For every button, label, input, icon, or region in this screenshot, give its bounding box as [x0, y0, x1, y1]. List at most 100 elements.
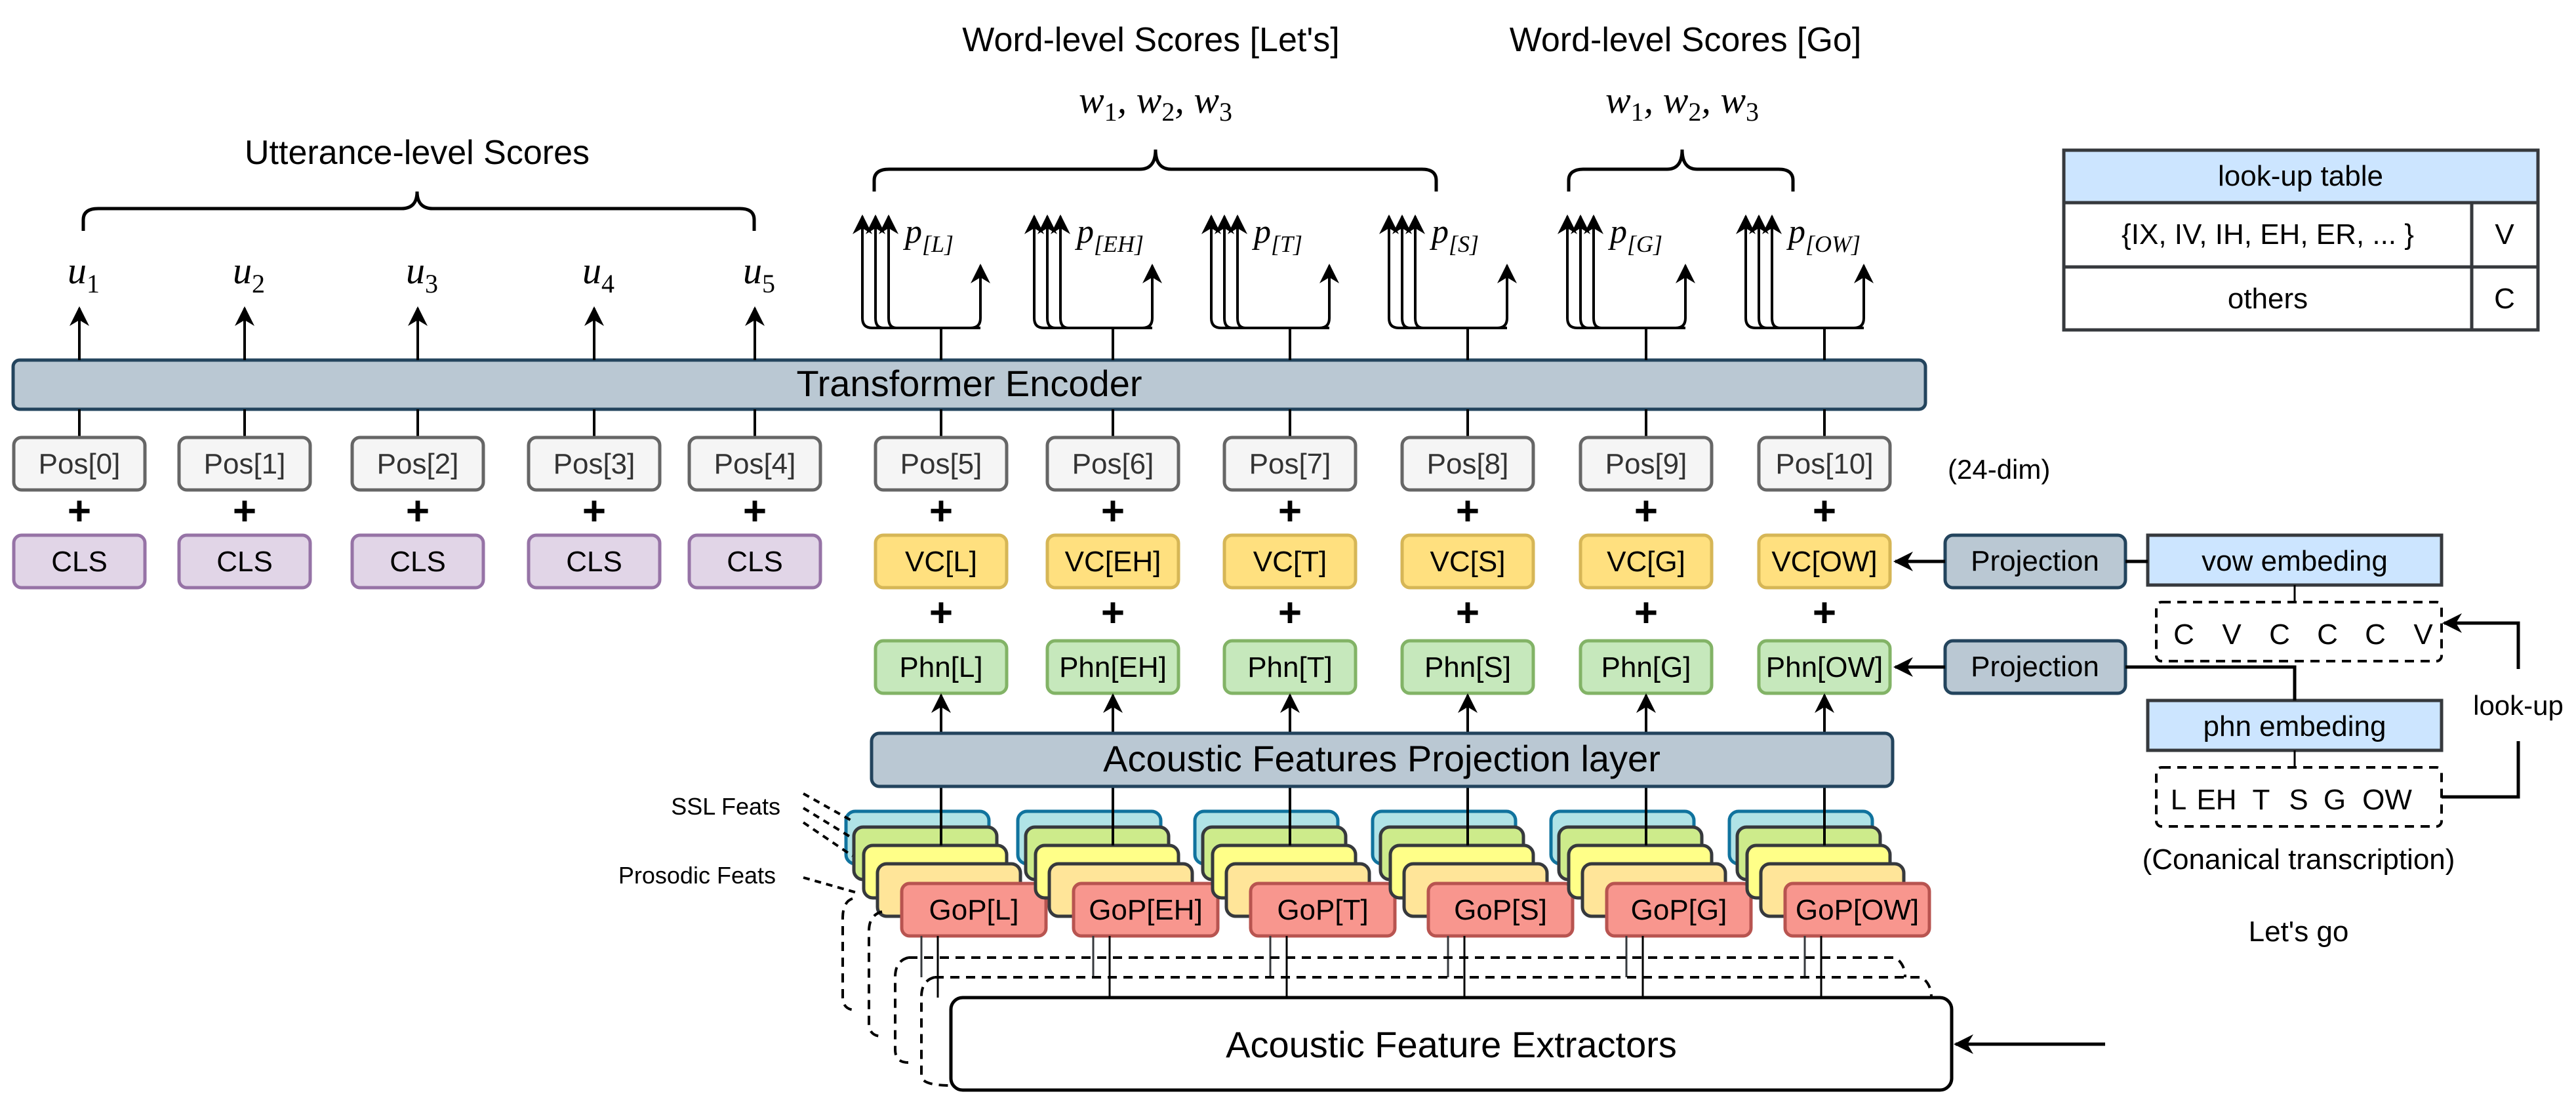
vc-embedding-label: VC[EH] [1065, 546, 1161, 578]
vc-sequence-item: C [2173, 618, 2194, 651]
pos-embedding-box [1045, 436, 1180, 492]
cls-token-label: CLS [216, 546, 273, 578]
svg-text:w1, w2, w3: w1, w2, w3 [1605, 79, 1759, 127]
plus-icon: + [1634, 590, 1658, 636]
phone-sequence-item: L [2171, 784, 2186, 816]
pos-embedding-box [687, 436, 822, 492]
pos-embedding-label: Pos[2] [377, 448, 459, 480]
gop-feature-box [1072, 882, 1220, 938]
phn-embedding-token-label: Phn[T] [1247, 651, 1333, 683]
phone-score-arrow [1762, 214, 1782, 329]
phn-embedding-token-label: Phn[L] [899, 651, 982, 683]
vc-sequence-item: C [2269, 618, 2290, 651]
transformer-encoder-label: Transformer Encoder [797, 363, 1142, 404]
phone-score-arrow [866, 214, 885, 329]
plus-icon: + [1278, 590, 1302, 636]
word-go-brace [1567, 149, 1795, 192]
utterance-score-label: u1 [68, 249, 100, 298]
plus-icon: + [1456, 590, 1479, 636]
feat-leader-lines [802, 792, 860, 895]
pos-embedding-box [1579, 436, 1714, 492]
lookup-row-others-class: C [2494, 283, 2515, 315]
phone-score-arrow [1736, 214, 1864, 329]
plus-icon: + [1101, 489, 1125, 534]
word-scores-go-labels: w1, w2, w3 [1605, 79, 1759, 127]
utterance-score-label: u4 [582, 249, 614, 298]
gop-feature-label: GoP[T] [1277, 894, 1368, 926]
lookup-row-vowels: {IX, IV, IH, EH, ER, ... } [2122, 218, 2414, 251]
plus-icon: + [1634, 489, 1658, 534]
phn-to-projection-line [2125, 665, 2297, 700]
prosodic-feats-label: Prosodic Feats [618, 862, 776, 889]
cls-token-box [350, 533, 485, 590]
vc-embedding-box [1400, 533, 1535, 590]
phone-score-arrow [1051, 214, 1070, 329]
vc-sequence-item: C [2317, 618, 2338, 651]
pos-embedding-box [1757, 436, 1892, 492]
lookup-line-lower [2442, 741, 2520, 799]
vc-embedding-box [1222, 533, 1358, 590]
acoustic-feature-extractors [949, 996, 1954, 1092]
phone-score-arrow [1228, 214, 1247, 329]
phone-score-arrow [1675, 264, 1695, 329]
gop-feature-box [900, 882, 1048, 938]
utterance-score-label: u2 [233, 249, 265, 298]
phone-sequence-item: EH [2196, 784, 2236, 816]
pos-embedding-label: Pos[4] [714, 448, 796, 480]
phn-embedding-token-label: Phn[OW] [1766, 651, 1883, 683]
cls-token-box [687, 533, 822, 590]
extractors-label: Acoustic Feature Extractors [1226, 1024, 1677, 1065]
gop-feature-box [1605, 882, 1753, 938]
gop-feature-box [1426, 882, 1575, 938]
phone-score-arrow [970, 264, 990, 329]
pos-embedding-box [874, 436, 1009, 492]
vc-sequence-item: V [2413, 618, 2433, 651]
plus-icon: + [1101, 590, 1125, 636]
phn-embedding-label: phn embeding [2204, 710, 2386, 742]
pos-embedding-label: Pos[3] [553, 448, 635, 480]
cls-token-box [177, 533, 312, 590]
vow-embedding-box [2146, 533, 2444, 587]
phone-score-arrow [1749, 214, 1769, 329]
pos-embedding-label: Pos[1] [204, 448, 286, 480]
lookup-table: look-up table {IX, IV, IH, EH, ER, ... }… [2062, 148, 2540, 332]
utterance-brace [81, 191, 756, 231]
acoustic-features-projection-layer [870, 731, 1895, 788]
vc-embedding-label: VC[OW] [1771, 546, 1877, 578]
phone-score-label: p[T] [1251, 213, 1302, 257]
utterance-scores-title: Utterance-level Scores [245, 134, 590, 172]
pos-embedding-box [1400, 436, 1535, 492]
lookup-table-title: look-up table [2218, 160, 2383, 192]
cls-token-label: CLS [390, 546, 446, 578]
svg-text:w1, w2, w3: w1, w2, w3 [1079, 79, 1232, 127]
word-lets-brace [872, 149, 1438, 192]
pos-embedding-box [12, 436, 147, 492]
vc-embedding-label: VC[G] [1607, 546, 1685, 578]
phone-score-label: p[OW] [1786, 213, 1861, 257]
phone-sequence-item: OW [2362, 784, 2412, 816]
utterance-text: Let's go [2249, 916, 2349, 948]
phone-score-label: p[S] [1429, 213, 1479, 257]
vc-embedding-box [1757, 533, 1892, 590]
vc-sequence-item: V [2222, 618, 2242, 651]
pos-embedding-label: Pos[5] [900, 448, 982, 480]
gop-feature-box [1249, 882, 1397, 938]
pos-embedding-box [177, 436, 312, 492]
phone-score-arrow [1037, 214, 1057, 329]
word-scores-lets-labels: w1, w2, w3 [1079, 79, 1232, 127]
pos-embedding-box [350, 436, 485, 492]
utterance-score-label: u5 [743, 249, 775, 298]
vc-sequence-box [2155, 601, 2443, 662]
plus-icon: + [1456, 489, 1479, 534]
pos-embedding-label: Pos[6] [1072, 448, 1154, 480]
pos-embedding-box [527, 436, 662, 492]
phone-score-label: p[G] [1607, 213, 1662, 257]
gop-feature-label: GoP[OW] [1796, 894, 1919, 926]
lookup-row-others: others [2228, 283, 2308, 315]
phone-score-arrow [1392, 214, 1412, 329]
lookup-arrow [2442, 613, 2520, 669]
phone-score-arrow [1142, 264, 1162, 329]
phone-score-arrow [1215, 214, 1234, 329]
